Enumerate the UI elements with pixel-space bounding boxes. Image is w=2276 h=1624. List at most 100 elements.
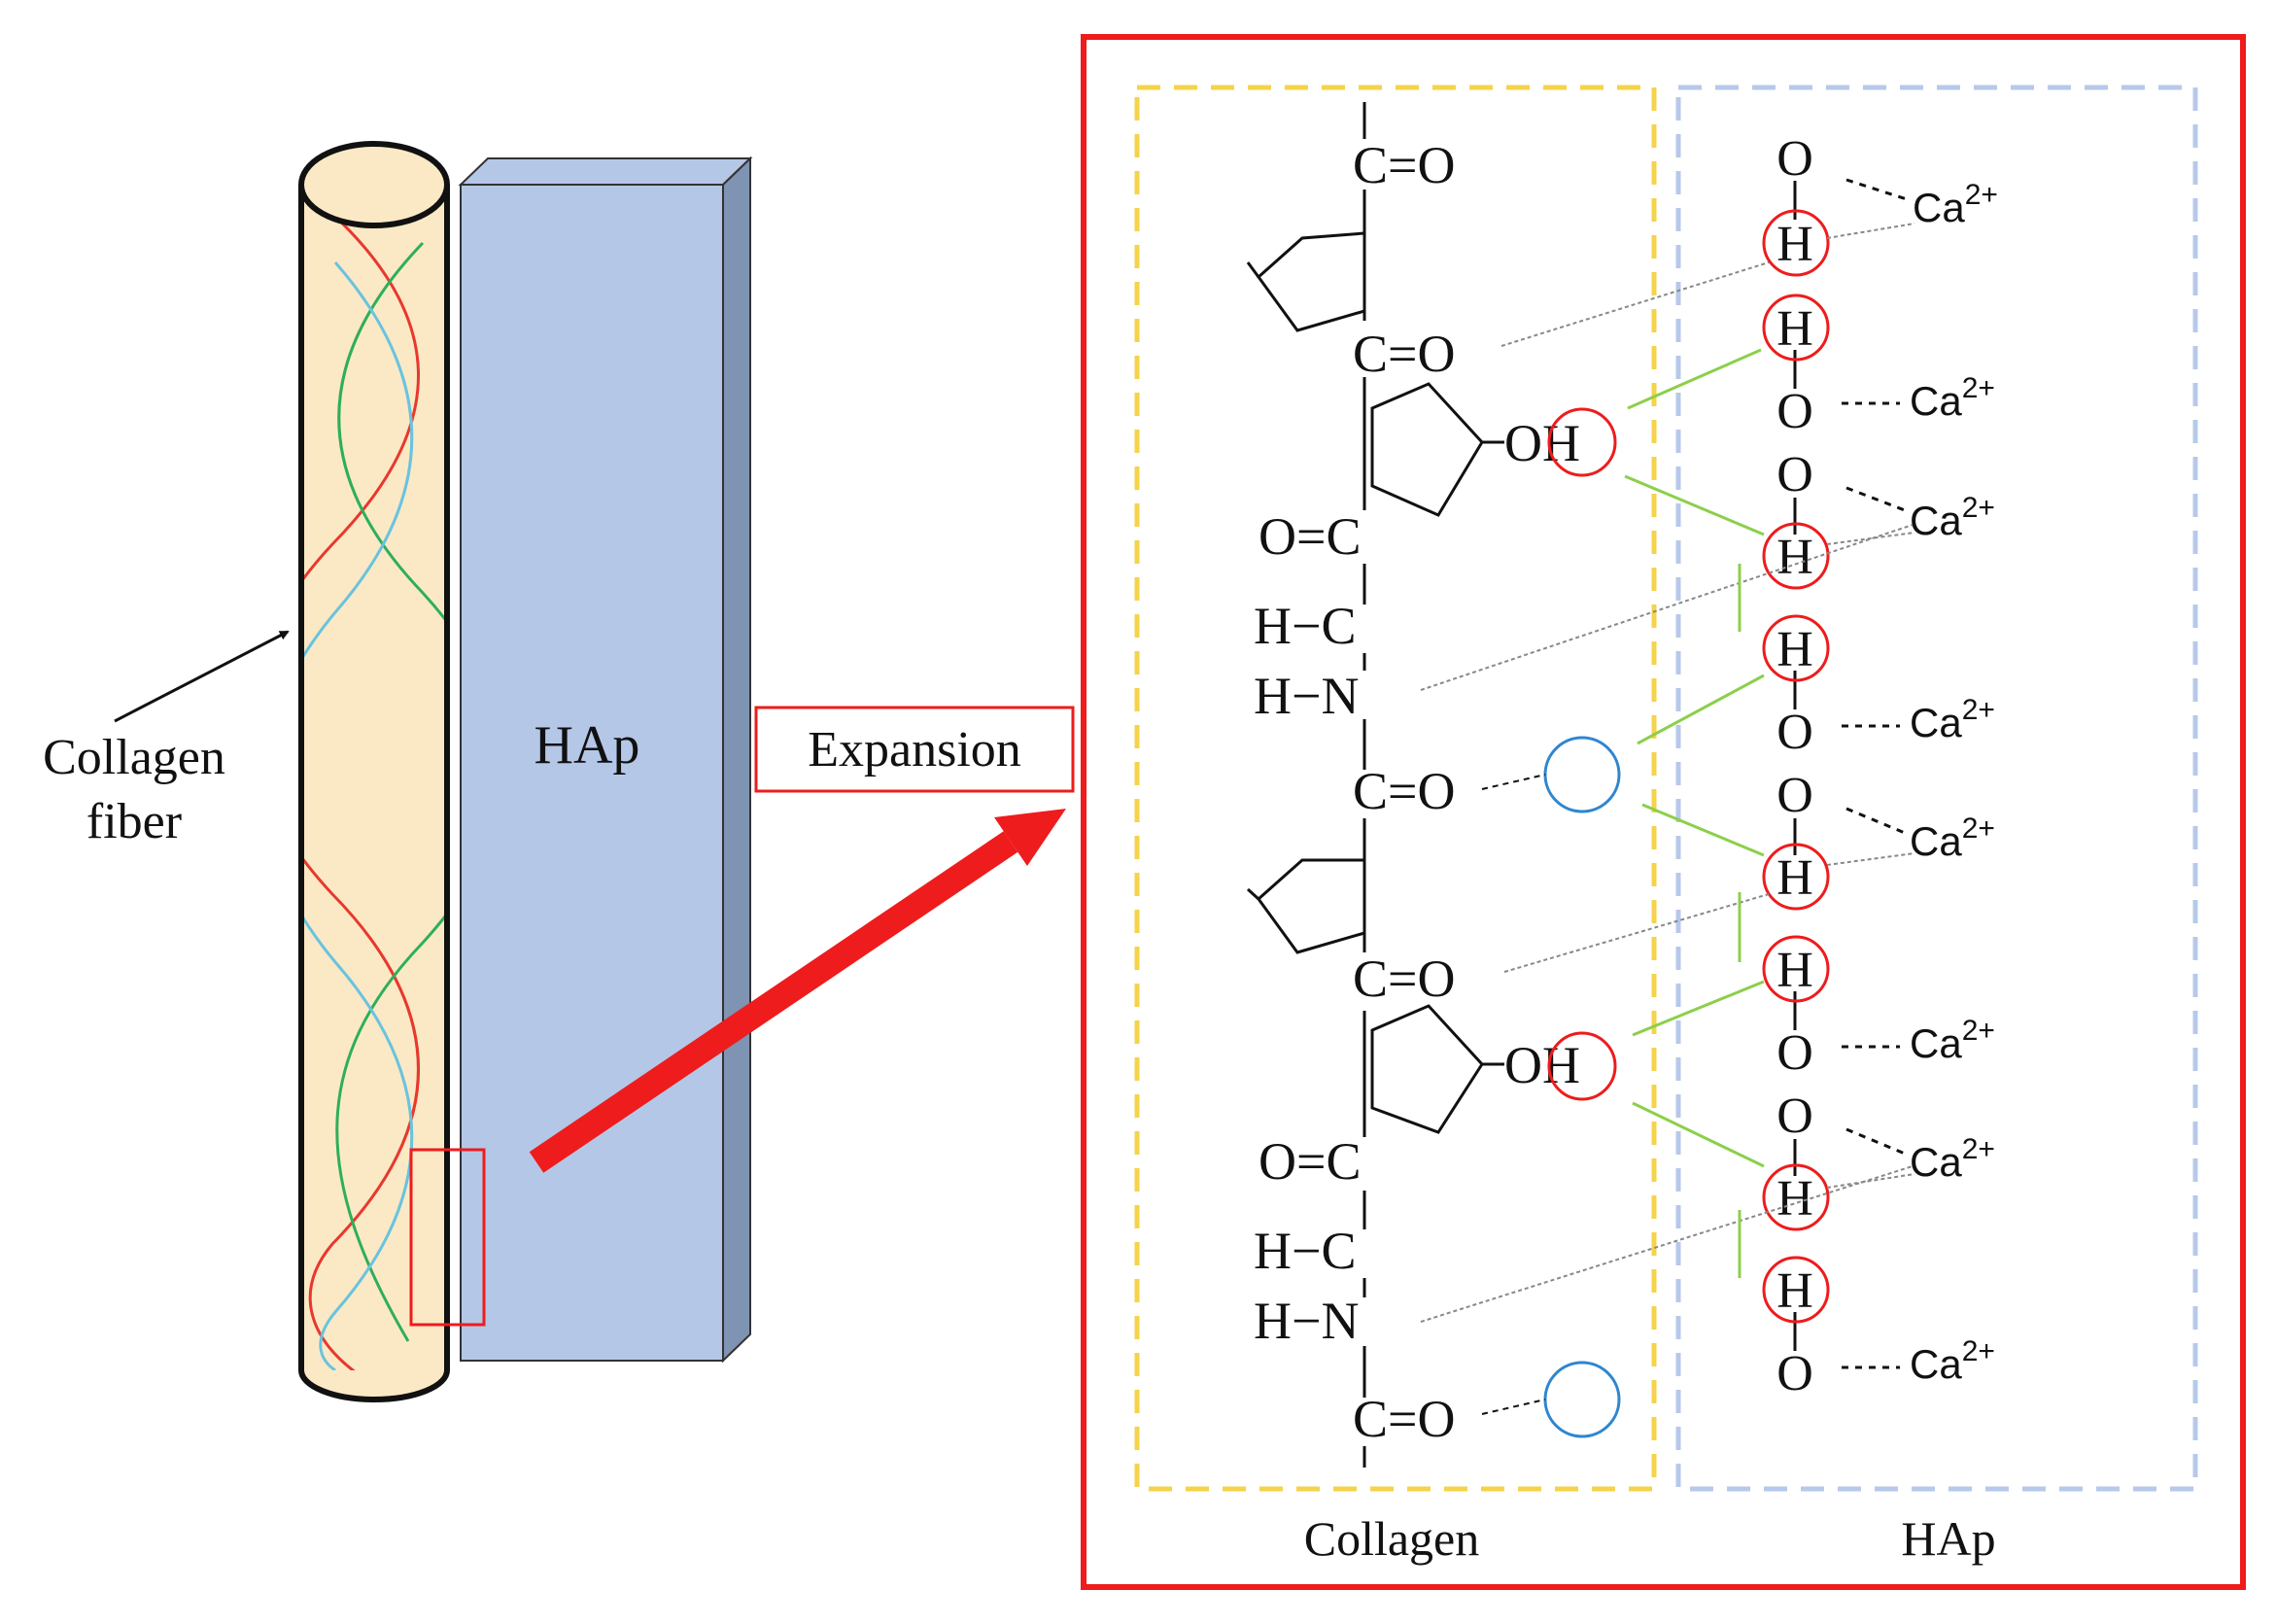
oh-label: OH	[1504, 414, 1580, 472]
hap-h-circle	[1762, 614, 1830, 682]
h-bond-link	[1627, 348, 1762, 410]
hap-o-label: O	[1776, 131, 1813, 187]
hap-block: HAp	[458, 155, 753, 1364]
carbonyl-rev-label: O=C	[1259, 507, 1361, 566]
hap-h-circle	[1762, 522, 1830, 590]
hap-h-circle	[1762, 1163, 1830, 1231]
oh-hydrogen-circle	[1547, 407, 1617, 477]
expansion-label-box	[754, 706, 1075, 793]
h-bond-link	[1641, 803, 1765, 857]
expansion-arrow-head	[994, 809, 1066, 866]
carbonyl-label: C=O	[1353, 950, 1455, 1008]
oh-hydrogen-circle	[1547, 1031, 1617, 1101]
hap-column: O H H O O H H O O H H O O H H O	[1776, 131, 1813, 1401]
long-range-link	[1826, 1173, 1915, 1189]
hap-h-circle	[1762, 294, 1830, 362]
hap-h-circle	[1762, 843, 1830, 911]
hap-h-circle	[1762, 1256, 1830, 1324]
hap-h-label: H	[1776, 530, 1813, 585]
h-bond-link	[1624, 474, 1765, 536]
carbonyl-label: C=O	[1353, 325, 1455, 383]
calcium-ion-label: Ca2+	[1910, 372, 1995, 424]
fiber-bottom-rim	[298, 1369, 450, 1402]
calcium-ion-label: Ca2+	[1910, 812, 1995, 864]
hap-o-label: O	[1776, 1088, 1813, 1144]
carbonyl-rev-label: O=C	[1259, 1132, 1361, 1191]
hap-o-label: O	[1776, 1346, 1813, 1401]
hap-o-label: O	[1776, 705, 1813, 760]
hap-block-top	[458, 157, 753, 186]
hap-hydrogen-circles	[1762, 209, 1830, 1324]
collagen-atom-labels: C=O C=O OH O=C H−C H−N C=O C=O OH O=C H−…	[1254, 136, 1580, 1448]
fiber-body	[301, 185, 447, 1370]
o-ca-link	[1845, 486, 1906, 512]
strand-cyan	[301, 261, 414, 1370]
collagen-fiber-label-line2: fiber	[86, 794, 182, 849]
ring-link	[1246, 887, 1260, 901]
fiber-top-ellipse	[298, 141, 450, 228]
o-ca-link	[1845, 807, 1906, 835]
collagen-rings	[1246, 231, 1504, 1134]
o-ca-link	[1845, 1127, 1906, 1156]
calcium-ion-label: Ca2+	[1910, 492, 1995, 543]
strand-green	[335, 241, 447, 1342]
carbonyl-label: C=O	[1353, 136, 1455, 194]
hap-h-label: H	[1776, 301, 1813, 357]
carbonyl-label: C=O	[1353, 762, 1455, 820]
calcium-ion-label: Ca2+	[1910, 1335, 1995, 1387]
h-bond-link	[1637, 674, 1765, 745]
hydrogen-bond-links	[1624, 348, 1765, 1278]
hap-block-front	[460, 184, 724, 1362]
proline-ring	[1256, 858, 1366, 954]
collagen-region-label: Collagen	[1304, 1511, 1480, 1566]
carbonyl-label: C=O	[1353, 1390, 1455, 1448]
zoom-panel: Collagen HAp	[1081, 34, 2246, 1590]
collagen-fiber	[298, 141, 486, 1402]
hap-h-circle	[1762, 935, 1830, 1003]
hap-h-circle	[1762, 209, 1830, 277]
hap-h-label: H	[1776, 217, 1813, 272]
hap-o-label: O	[1776, 768, 1813, 823]
long-range-link	[1420, 524, 1914, 691]
calcium-dashed-links	[1842, 178, 1908, 1369]
collagen-fiber-pointer-arrow	[114, 630, 290, 723]
triple-helix-strands	[301, 212, 447, 1370]
calcium-ion-label: Ca2+	[1913, 179, 1998, 230]
calcium-ion-label: Ca2+	[1910, 1133, 1995, 1185]
hap-region-box	[1675, 85, 2198, 1492]
long-range-links	[1420, 223, 1915, 1323]
long-range-link	[1420, 1165, 1914, 1323]
left-panel: HAp Collagen fiber Expansion	[43, 141, 1075, 1402]
carbonyl-dashed-link	[1481, 1399, 1546, 1415]
h-bond-link	[1632, 980, 1765, 1037]
long-range-link	[1503, 893, 1770, 973]
collagen-fiber-label-line1: Collagen	[43, 730, 225, 785]
calcium-ion-label: Ca2+	[1910, 1015, 1995, 1066]
collagen-region-box	[1134, 85, 1657, 1492]
hap-h-label: H	[1776, 1263, 1813, 1319]
hydroxyproline-ring	[1370, 1004, 1484, 1134]
hap-o-label: O	[1776, 1025, 1813, 1081]
calcium-ion-label: Ca2+	[1910, 694, 1995, 745]
h-bond-link	[1632, 1101, 1765, 1168]
long-range-link	[1826, 223, 1915, 239]
proline-ring	[1256, 231, 1366, 332]
hn-label: H−N	[1254, 667, 1359, 725]
calcium-ions: Ca2+ Ca2+ Ca2+ Ca2+ Ca2+ Ca2+ Ca2+ Ca2+	[1910, 179, 1998, 1387]
hap-h-label: H	[1776, 850, 1813, 906]
hap-block-side	[722, 155, 751, 1364]
hap-o-label: O	[1776, 384, 1813, 439]
hap-o-label: O	[1776, 447, 1813, 502]
zoom-selection-box	[409, 1148, 486, 1327]
o-ca-link	[1845, 178, 1908, 201]
long-range-link	[1826, 852, 1915, 866]
hn-label: H−N	[1254, 1292, 1359, 1350]
hap-h-label: H	[1776, 622, 1813, 677]
expansion-arrow-shaft	[529, 831, 1018, 1173]
hap-h-label: H	[1776, 1171, 1813, 1227]
hap-block-label: HAp	[535, 715, 640, 776]
hap-region-label: HAp	[1901, 1511, 1995, 1566]
hap-h-label: H	[1776, 943, 1813, 998]
expansion-label: Expansion	[808, 722, 1021, 777]
ring-link	[1246, 261, 1260, 278]
